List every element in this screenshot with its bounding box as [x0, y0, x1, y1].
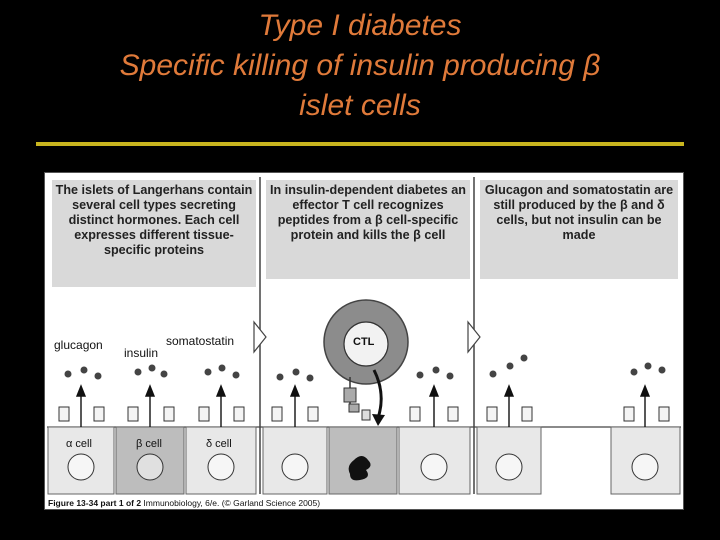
beta-cell-label: β cell [136, 438, 162, 450]
alpha-cell [262, 426, 328, 495]
cell-nucleus [67, 453, 95, 481]
ctl-label: CTL [353, 336, 375, 348]
cell-nucleus [495, 453, 523, 481]
cell-nucleus [420, 453, 448, 481]
mhc-peptide [361, 409, 371, 421]
cell-nucleus [207, 453, 235, 481]
hormone-granules [64, 354, 666, 382]
cell-nucleus [136, 453, 164, 481]
cell-nucleus [281, 453, 309, 481]
ctl-nucleus [343, 321, 389, 367]
panel-2-text: In insulin-dependent diabetes an effecto… [266, 180, 470, 279]
killing-arrowhead [372, 414, 385, 426]
panel-3-text: Glucagon and somatostatin are still prod… [480, 180, 678, 279]
killing-arrow [372, 369, 383, 419]
fragmented-nucleus [348, 456, 371, 481]
somatostatin-label: somatostatin [166, 334, 235, 348]
delta-cell-label: δ cell [206, 438, 232, 450]
figure-frame [44, 172, 684, 510]
cell-nucleus [631, 453, 659, 481]
figure-source: Immunobiology, 6/e. (© Garland Science 2… [141, 498, 321, 508]
glucagon-label: glucagon [54, 338, 103, 352]
title-line-1: Type I diabetes [258, 9, 462, 42]
slide-title: Type I diabetes Specific killing of insu… [0, 6, 720, 126]
alpha-cell-label: α cell [66, 438, 92, 450]
figure-drawing [44, 172, 684, 510]
figure-caption: Figure 13-34 part 1 of 2 Immunobiology, … [48, 498, 320, 508]
insulin-label: insulin [124, 346, 159, 360]
surface-markers [58, 406, 670, 422]
title-divider [36, 142, 684, 146]
title-line-2: Specific killing of insulin producing β [119, 49, 601, 82]
t-cell-receptor [343, 387, 357, 403]
title-line-3: islet cells [299, 89, 421, 122]
panel-1-text: The islets of Langerhans contain several… [52, 180, 256, 287]
figure: The islets of Langerhans contain several… [44, 172, 684, 510]
mhc-peptide [348, 403, 360, 413]
panel-arrow [253, 320, 267, 354]
figure-number: Figure 13-34 part 1 of 2 [48, 498, 142, 508]
panel-arrow [467, 320, 481, 354]
secretion-arrows [75, 384, 651, 427]
